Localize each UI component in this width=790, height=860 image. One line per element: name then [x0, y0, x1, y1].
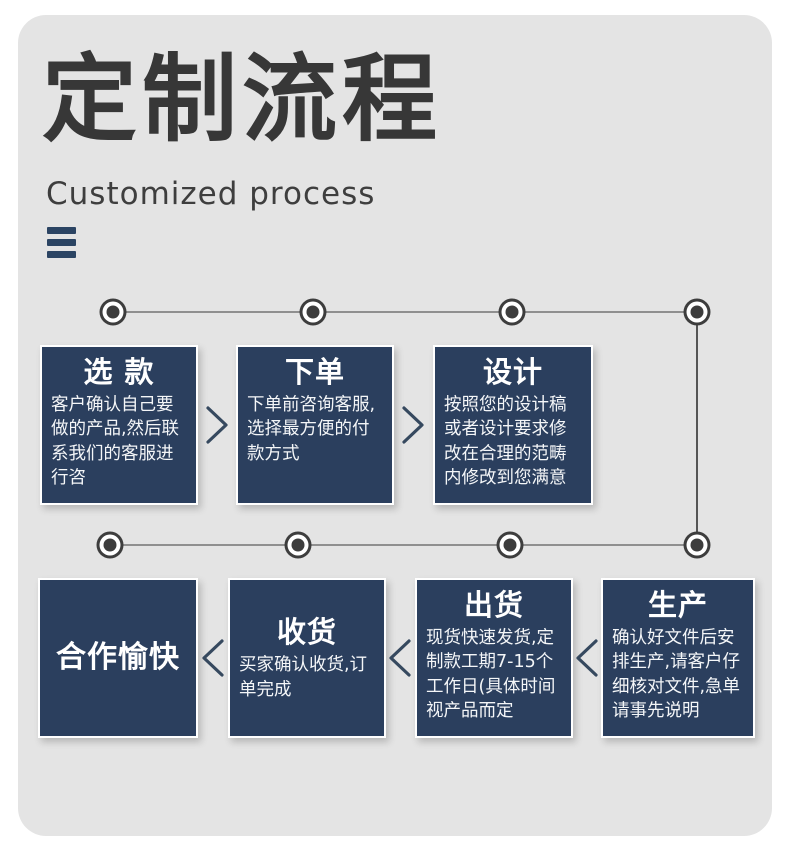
step-box-shipping: 出货 现货快速发货,定制款工期7-15个工作日(具体时间视产品而定	[415, 578, 573, 738]
step-title: 下单	[284, 355, 345, 389]
step-description: 现货快速发货,定制款工期7-15个工作日(具体时间视产品而定	[426, 628, 556, 721]
step-description: 买家确认收货,订单完成	[239, 655, 368, 700]
step-title: 出货	[463, 588, 524, 622]
step-title: 生产	[647, 588, 708, 622]
timeline-node	[503, 538, 517, 552]
menu-bar	[47, 227, 76, 234]
page-subtitle: Customized process	[46, 176, 376, 212]
chevron-left-icon	[389, 639, 411, 677]
chevron-left-icon	[576, 639, 598, 677]
step-box-happy-cooperation: 合作愉快	[38, 578, 198, 738]
timeline-node	[690, 305, 704, 319]
step-description: 客户确认自己要做的产品,然后联系我们的客服进行咨	[51, 395, 180, 488]
step-description: 确认好文件后安排生产,请客户仔细核对文件,急单请事先说明	[612, 628, 741, 721]
step-description: 下单前咨询客服,选择最方便的付款方式	[247, 395, 376, 464]
timeline-node	[291, 538, 305, 552]
menu-bar	[47, 251, 76, 258]
step-box-select-style: 选 款 客户确认自己要做的产品,然后联系我们的客服进行咨	[40, 345, 198, 505]
timeline-node	[106, 305, 120, 319]
step-title: 合作愉快	[56, 640, 180, 676]
timeline-node	[505, 305, 519, 319]
connector-line-top	[113, 311, 698, 313]
timeline-node	[690, 538, 704, 552]
timeline-node	[103, 538, 117, 552]
connector-line-right	[696, 312, 698, 545]
step-description: 按照您的设计稿或者设计要求修改在合理的范畴内修改到您满意	[444, 395, 567, 488]
step-title: 设计	[482, 355, 543, 389]
connector-line-bottom	[110, 544, 698, 546]
menu-bar	[47, 239, 76, 246]
step-box-place-order: 下单 下单前咨询客服,选择最方便的付款方式	[236, 345, 394, 505]
chevron-left-icon	[202, 639, 224, 677]
page-title: 定制流程	[42, 45, 443, 155]
chevron-right-icon	[402, 406, 424, 444]
step-box-design: 设计 按照您的设计稿或者设计要求修改在合理的范畴内修改到您满意	[433, 345, 593, 505]
step-title: 选 款	[83, 355, 155, 389]
step-box-production: 生产 确认好文件后安排生产,请客户仔细核对文件,急单请事先说明	[601, 578, 755, 738]
hamburger-icon	[47, 227, 76, 263]
step-box-receive-goods: 收货 买家确认收货,订单完成	[228, 578, 386, 738]
step-title: 收货	[276, 615, 337, 650]
timeline-node	[306, 305, 320, 319]
chevron-right-icon	[206, 406, 228, 444]
